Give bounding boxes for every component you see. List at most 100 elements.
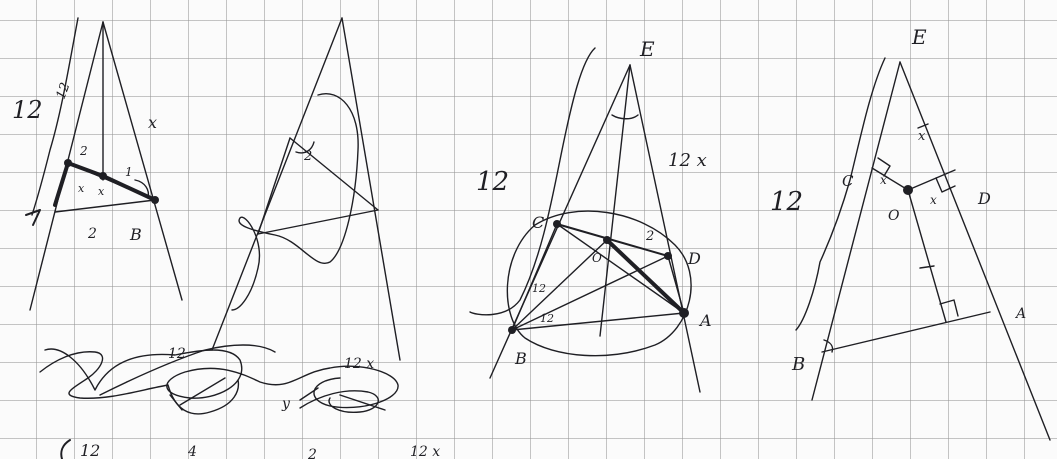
fig2-left-side [211,17,343,351]
fig1-thick-2 [101,174,157,202]
fig1-point-label-b-vertex: B [129,225,142,244]
fig4-left-side [811,61,901,401]
fig4-point-o [903,185,913,195]
fig4-seg-label-a: x [918,129,926,144]
bottom-label-12x: 12 x [410,444,440,459]
scribble-label-y: y [281,396,291,412]
fig3-seg-oa [605,238,686,315]
scribble-label-12x: 12 x [344,356,374,372]
fig4-apex-label: E [911,25,927,49]
scribble-stroke-2 [39,351,240,415]
fig3-point-b [508,326,516,334]
fig4-brace [795,57,886,331]
fig1-point-label-a: 2 [79,144,88,158]
figure-2: 2 [211,17,401,361]
fig3-seg-cd [556,223,669,257]
fig2-chord-2 [257,209,379,235]
fig3-point-d-label: D [687,249,701,268]
bottom-label-4: 4 [187,444,197,459]
fig1-point-right [151,196,159,204]
figure-1: 12 12 x 2 1 2 B x x [12,17,183,311]
fig1-side-label: 12 [12,96,43,124]
fig1-brace [31,17,79,216]
fig1-inner-label-a: x [78,182,85,195]
scribble-stroke-1 [44,348,399,409]
fig3-seg-label-12b: 12 [540,312,554,325]
fig1-inner-label-b: x [98,185,105,198]
fig3-point-a [679,308,689,318]
fig1-arrow [25,209,41,226]
fig2-chord-3 [257,137,291,235]
fig4-angle-b [823,339,834,353]
fig1-point-mid [99,172,107,180]
fig4-point-c-label: C [842,172,854,190]
fig3-circle [506,210,692,357]
fig3-side-label: 12 [476,167,509,197]
fig4-tick-1 [919,265,935,269]
fig4-point-a-label: A [1014,306,1026,322]
fig1-left-label-a: 12 [54,81,74,102]
fig3-point-d [664,252,672,260]
figure-4: E 12 C D O B A x x x [770,25,1051,441]
fig2-angle-mark [295,141,315,154]
fig3-point-c [553,220,561,228]
fig3-seg-label-2: 2 [645,229,654,244]
fig3-brace [469,47,596,316]
fig2-loop [231,93,359,311]
fig1-point-top [64,159,72,167]
fig1-thick-1 [53,161,70,207]
scribble-label-12: 12 [168,346,186,362]
bottom-label-12: 12 [80,441,100,459]
fig1-right-side [102,21,183,301]
fig4-right-angle-base [939,299,959,317]
fig4-perp-left [871,167,909,191]
fig2-chord-1 [289,137,379,211]
fig4-seg-label-c: x [930,193,937,207]
fig4-right-angle-left [877,157,891,177]
fig3-apex-label: E [639,37,655,61]
fig4-point-b-label: B [791,354,805,375]
fig4-right-side [899,61,1051,441]
fig3-point-a-label: A [698,311,712,330]
fig4-tick-2 [917,123,929,129]
fig4-perp-right [907,169,956,191]
fig1-point-label-b: 1 [125,165,133,179]
fig3-angle-mark [611,114,639,120]
fig1-point-label-c: 2 [87,226,97,242]
scribble-stroke-4 [299,390,379,414]
fig3-right-side [629,64,701,393]
bottom-label-2: 2 [307,447,317,459]
scribble-stroke-5 [169,377,386,411]
fig4-base [821,311,991,353]
fig1-thick-3 [66,161,105,178]
bottom-row: 12 4 2 12 x [60,439,440,459]
fig2-angle-label: 2 [303,149,312,164]
scribble-region: 12 12 x y [39,344,399,415]
fig3-right-label: 12 x [668,150,707,171]
fig3-seg-bc [511,223,558,331]
fig4-perp-to-base [907,189,947,323]
fig3-point-b-label: B [514,349,527,368]
fig3-seg-bo [511,239,608,331]
figure-3: E 12 12 x C D O B A 2 12 12 [469,37,712,393]
fig2-right-side [341,17,401,361]
fig3-point-o [603,236,611,244]
fig3-altitude [599,64,631,337]
fig1-x-label: x [148,113,157,132]
fig1-base [54,199,156,213]
fig4-right-angle-right [935,177,956,193]
fig3-seg-label-12a: 12 [532,282,546,295]
fig3-point-o-label: O [592,251,602,265]
fig3-point-c-label: C [532,213,544,232]
fig4-seg-label-b: x [880,173,887,187]
fig3-seg-ca [556,223,685,314]
fig4-side-label: 12 [770,187,803,217]
fig3-base [511,312,685,331]
fig3-seg-bd [511,255,669,331]
fig4-point-o-label: O [888,208,900,224]
scribble-stroke-3 [99,344,276,396]
bottom-brace [60,439,71,459]
fig1-angle-mark [134,179,150,199]
